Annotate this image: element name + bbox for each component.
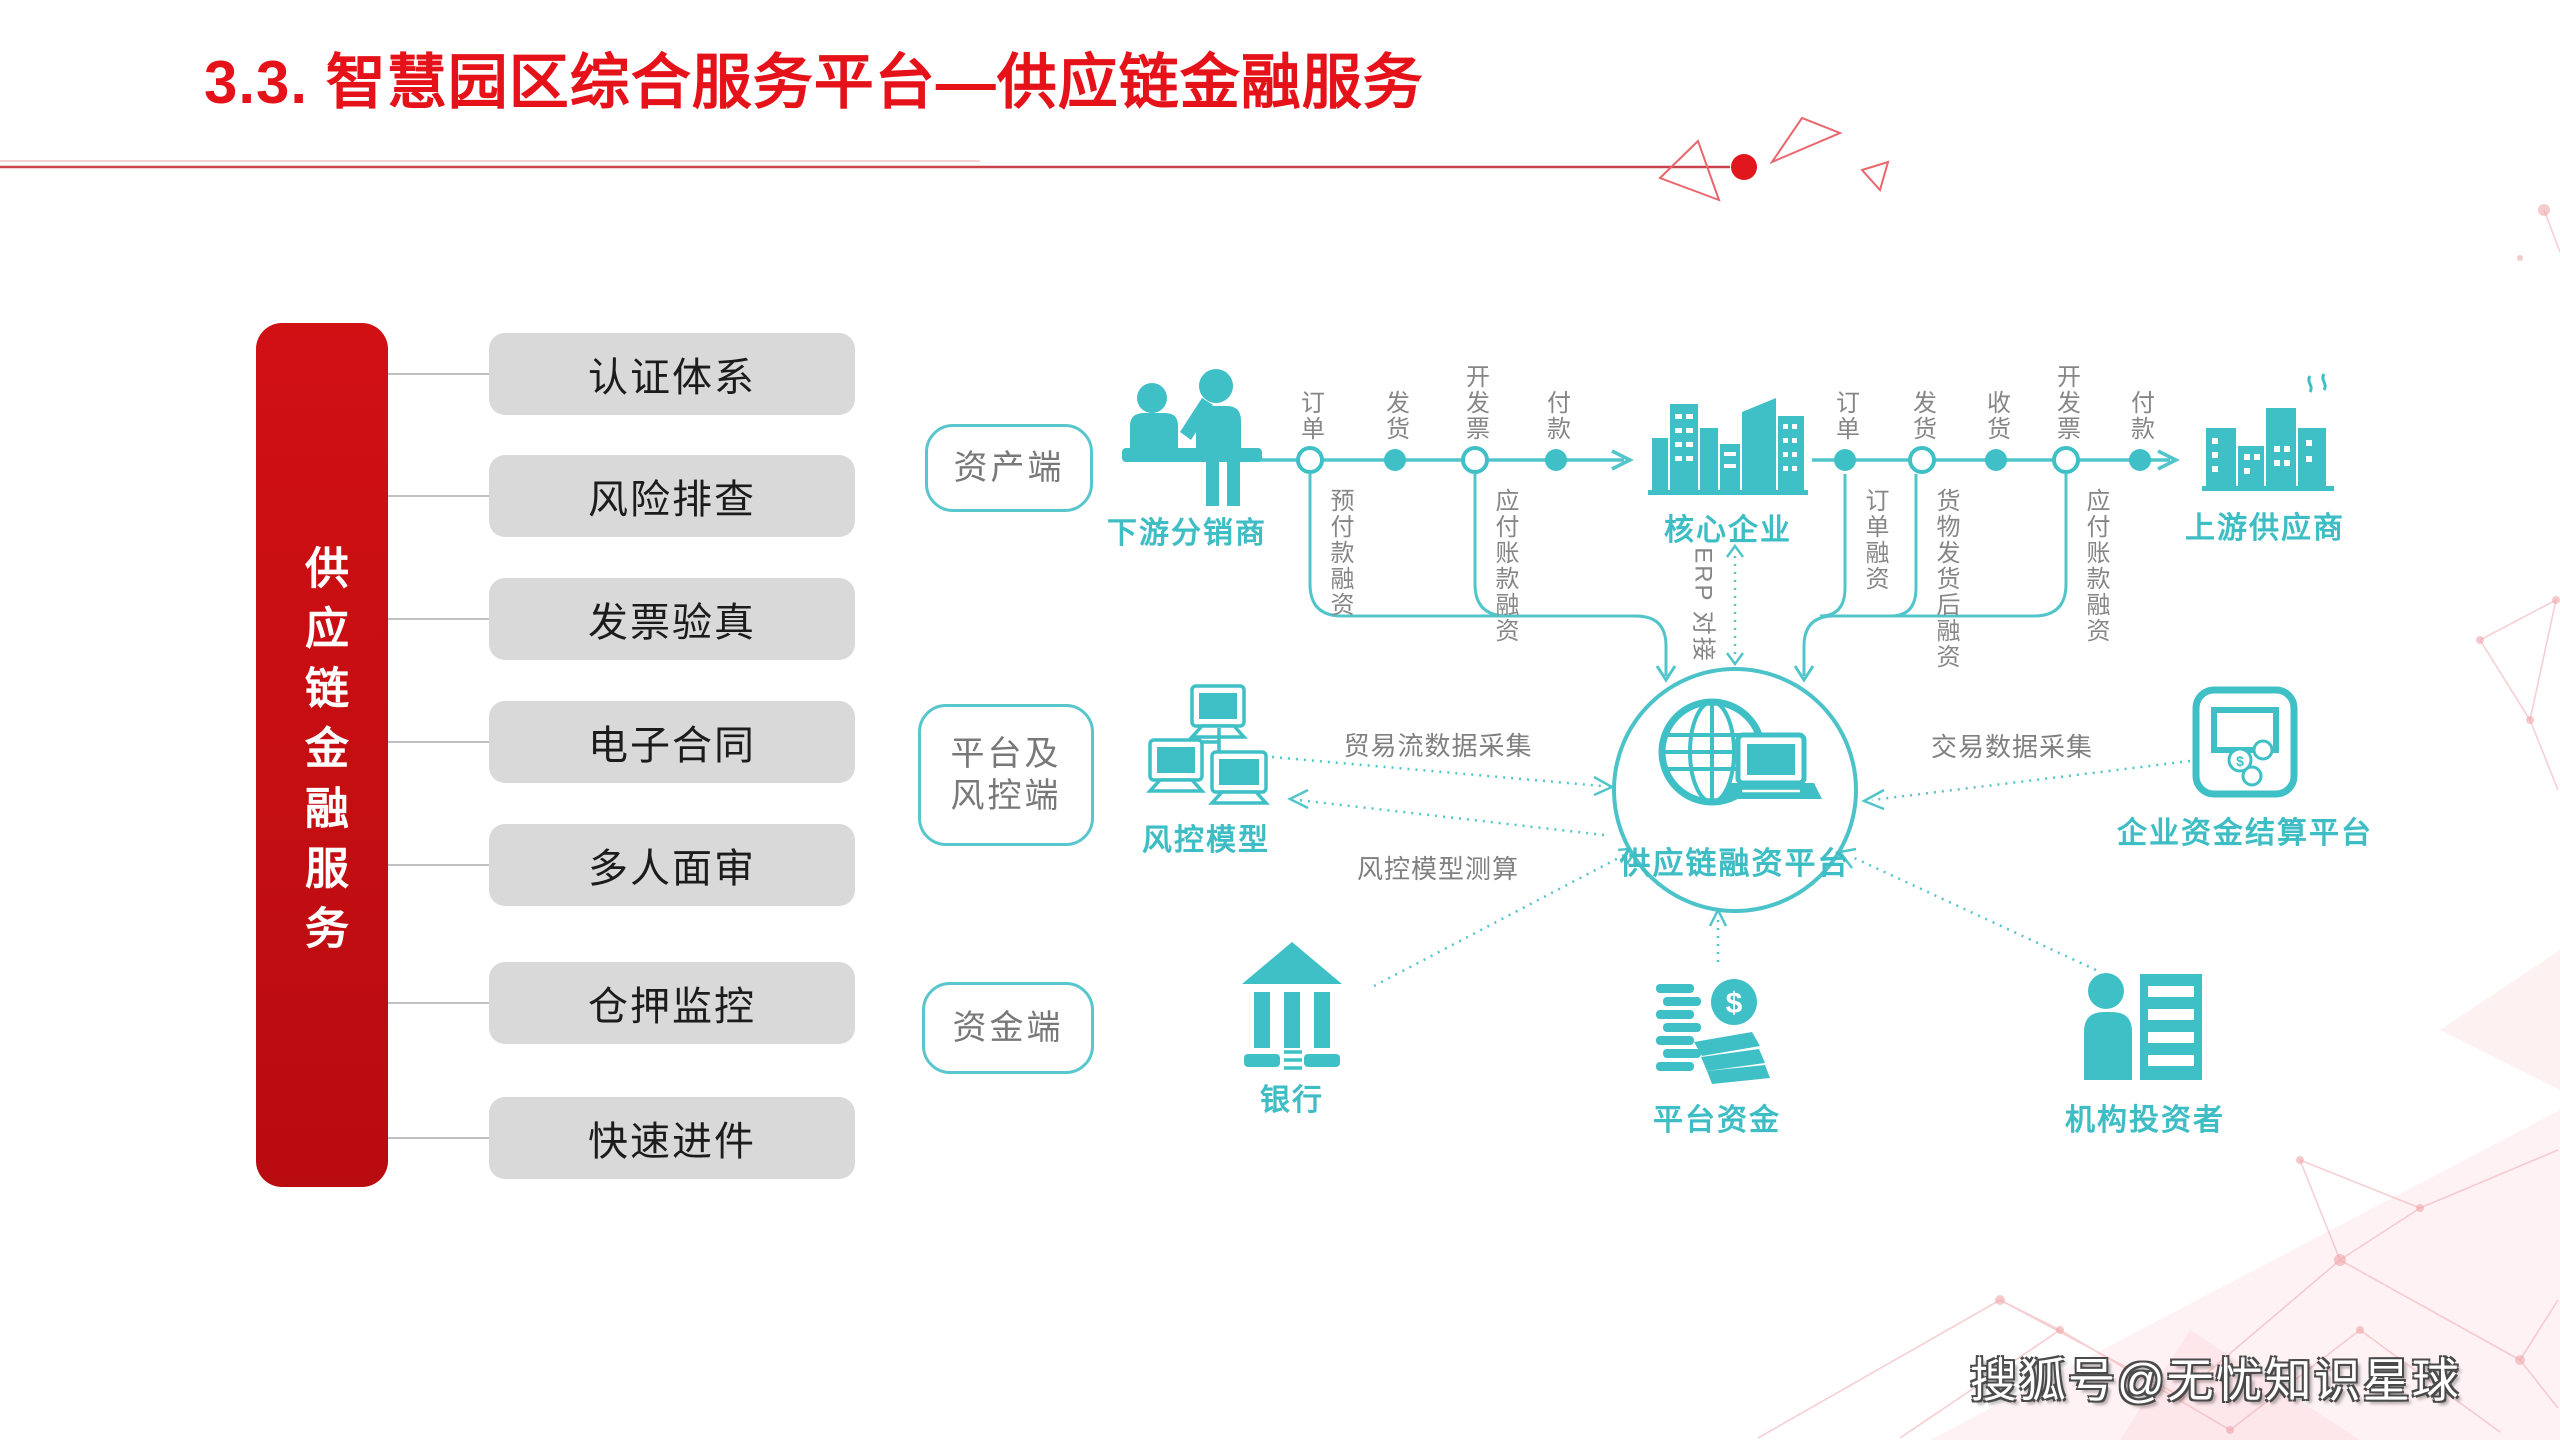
transaction-data-label: 交易数据采集 [1930, 732, 2094, 762]
flow2-step-ship: 发货 [1908, 390, 1936, 442]
lane-asset: 资产端 [925, 424, 1093, 512]
financing-order: 订单融资 [1861, 488, 1888, 592]
flow1-step-ship: 发货 [1381, 390, 1409, 442]
platform-label: 供应链融资平台 [1619, 846, 1851, 881]
lane-platform-line2: 风控端 [950, 777, 1062, 815]
bar-label: 供应链金融服务 [298, 545, 347, 965]
financing-payable-1: 应付账款融资 [1491, 488, 1518, 644]
feature-box-risk-check: 风险排查 [489, 455, 855, 537]
flow2-step-invoice: 开发票 [2052, 364, 2080, 442]
lane-platform-line1: 平台及 [950, 734, 1062, 773]
supply-chain-finance-bar: 供应链金融服务 [256, 323, 388, 1187]
watermark: 搜狐号@无忧知识星球 [1970, 1354, 2461, 1407]
flow1-step-pay: 付款 [1542, 390, 1570, 442]
dashed-arrows [1271, 755, 2191, 988]
bank-label: 银行 [1260, 1084, 1324, 1117]
financing-connectors [1308, 474, 2068, 683]
risk-calc-label: 风控模型测算 [1356, 854, 1520, 884]
settlement-icon: $ [2192, 686, 2298, 798]
trade-data-label: 贸易流数据采集 [1343, 731, 1533, 761]
erp-arrowheads [1725, 543, 1745, 667]
monitors-icon [1146, 684, 1270, 805]
risk-model-label: 风控模型 [1142, 824, 1270, 857]
buildings-icon [1648, 398, 1808, 495]
flow2-step-pay: 付款 [2126, 390, 2154, 442]
svg-text:$: $ [2236, 753, 2244, 769]
erp-label: ERP 对接 [1689, 547, 1717, 663]
triangle-decoration [1658, 116, 1890, 202]
investor-icon [2084, 973, 2202, 1080]
flow2-step-receive: 收货 [1982, 390, 2010, 442]
page-title: 3.3. 智慧园区综合服务平台—供应链金融服务 [204, 49, 1424, 116]
left-panel-connectors [388, 373, 489, 1139]
financing-payable-2: 应付账款融资 [2082, 488, 2109, 644]
coins-icon: $ [1656, 979, 1770, 1084]
financing-prepayment: 预付款融资 [1326, 488, 1353, 618]
lane-funding: 资金端 [922, 982, 1094, 1074]
feature-box-certification: 认证体系 [489, 333, 855, 415]
flow2-step-order: 订单 [1831, 390, 1859, 442]
feature-box-warehouse: 仓押监控 [489, 962, 855, 1044]
financing-post-shipment: 货物发货后融资 [1932, 488, 1959, 670]
settlement-label: 企业资金结算平台 [2117, 817, 2373, 850]
flow1-step-invoice: 开发票 [1461, 364, 1489, 442]
flow1-step-order: 订单 [1296, 390, 1324, 442]
feature-box-invoice: 发票验真 [489, 578, 855, 660]
dot-decoration [1731, 154, 1757, 180]
factory-icon [2202, 373, 2334, 491]
platform-funds-label: 平台资金 [1653, 1104, 1781, 1137]
people-icon [1122, 369, 1262, 506]
upstream-label: 上游供应商 [2185, 512, 2345, 545]
lane-platform: 平台及 风控端 [918, 704, 1094, 846]
feature-box-review: 多人面审 [489, 824, 855, 906]
investors-label: 机构投资者 [2065, 1104, 2225, 1137]
core-enterprise-label: 核心企业 [1664, 514, 1792, 547]
feature-box-fast-entry: 快速进件 [489, 1097, 855, 1179]
feature-box-econtract: 电子合同 [489, 701, 855, 783]
svg-text:$: $ [1726, 987, 1743, 1020]
title-underline [0, 154, 1757, 180]
downstream-label: 下游分销商 [1107, 517, 1267, 550]
flow-step-markers [1296, 446, 2151, 474]
bank-icon [1242, 942, 1342, 1070]
globe-laptop-icon [1658, 698, 1822, 806]
